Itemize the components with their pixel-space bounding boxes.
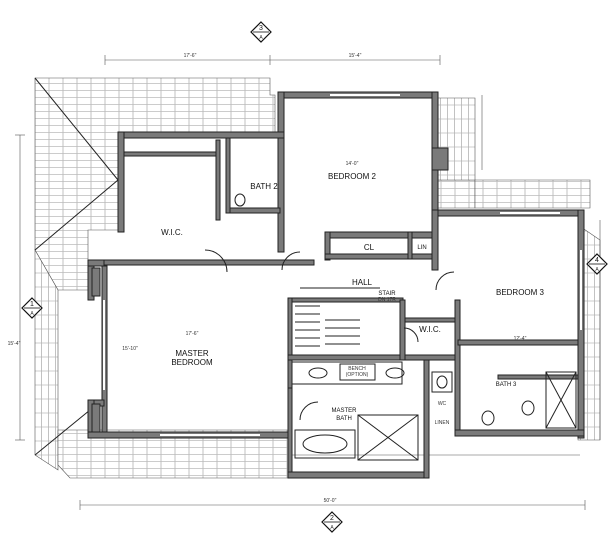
label-wc: WC <box>438 401 447 407</box>
dim-left-total: 15'-4" <box>8 341 21 347</box>
label-bedroom-3: BEDROOM 3 <box>496 288 545 297</box>
roof-hatching <box>34 77 601 479</box>
section-marker-left: 1 A <box>21 297 43 319</box>
label-bench-2: (OPTION) <box>346 372 369 378</box>
svg-text:1: 1 <box>30 301 34 308</box>
svg-text:4: 4 <box>595 257 599 264</box>
svg-text:3: 3 <box>259 25 263 32</box>
label-bath-2: BATH 2 <box>250 182 278 191</box>
dimension-labels: 17'-6" 15'-4" 50'-0" 17'-6" 15'-10" 14'-… <box>8 53 527 504</box>
label-master-bath-1: MASTER <box>331 408 357 414</box>
dim-top-right: 15'-4" <box>349 53 362 59</box>
label-lin: LIN <box>417 245 426 251</box>
label-linen: LINEN <box>435 420 450 426</box>
svg-text:A: A <box>330 525 334 531</box>
section-marker-bottom: 2 A <box>321 511 343 533</box>
label-master-1: MASTER <box>175 349 209 358</box>
dim-bed3-h: 12'-4" <box>514 336 527 342</box>
label-wic-2: W.I.C. <box>419 325 441 334</box>
label-bench-1: BENCH <box>348 366 366 372</box>
section-marker-right: 4 A <box>586 253 608 275</box>
room-labels: BEDROOM 2 BATH 2 W.I.C. CL LIN HALL STAI… <box>161 172 544 426</box>
dim-master-w: 17'-6" <box>186 331 199 337</box>
label-bath-3: BATH 3 <box>496 382 517 388</box>
label-cl: CL <box>364 243 375 252</box>
label-stair: STAIR <box>378 291 396 297</box>
dimension-lines <box>15 55 601 510</box>
section-marker-top: 3 A <box>250 21 272 43</box>
svg-text:2: 2 <box>330 515 334 522</box>
svg-text:A: A <box>259 35 263 41</box>
svg-text:A: A <box>30 311 34 317</box>
label-bedroom-2: BEDROOM 2 <box>328 172 377 181</box>
svg-text:A: A <box>595 267 599 273</box>
dim-bottom: 50'-0" <box>324 498 337 504</box>
label-wic-1: W.I.C. <box>161 228 183 237</box>
label-stair-sub: DN 17R <box>378 297 396 303</box>
label-master-2: BEDROOM <box>171 358 213 367</box>
dim-top-left: 17'-6" <box>184 53 197 59</box>
dim-master-h: 15'-10" <box>122 346 138 352</box>
label-master-bath-2: BATH <box>336 416 352 422</box>
dim-bed2-w: 14'-0" <box>346 161 359 167</box>
label-hall: HALL <box>352 278 373 287</box>
fixtures <box>103 94 582 461</box>
stair-treads <box>295 287 380 347</box>
